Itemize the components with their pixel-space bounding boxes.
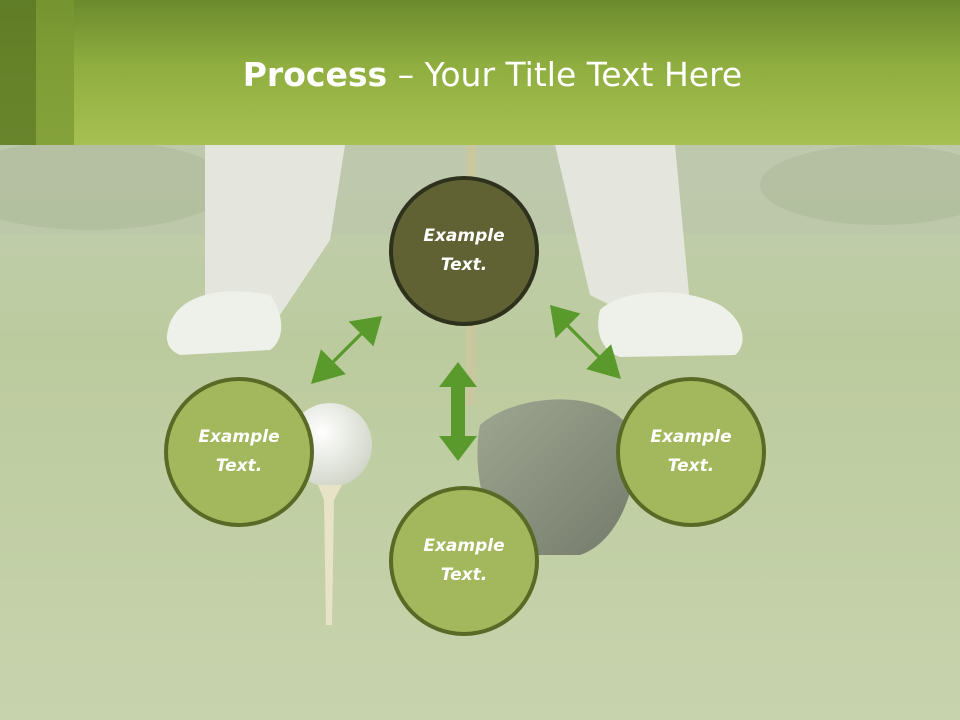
process-node-label: Example Text. bbox=[423, 226, 505, 275]
process-node-right: Example Text. bbox=[616, 377, 766, 527]
process-node-label: Example Text. bbox=[423, 536, 505, 585]
double-arrow-top-bottom bbox=[439, 362, 477, 461]
process-node-top: Example Text. bbox=[389, 176, 539, 326]
process-node-bottom: Example Text. bbox=[389, 486, 539, 636]
slide-title-bold: Process bbox=[242, 55, 388, 94]
process-node-label: Example Text. bbox=[650, 427, 732, 476]
header-accent-stripe bbox=[0, 0, 36, 145]
title-bar: Process – Your Title Text Here bbox=[0, 0, 960, 145]
double-arrow-top-left bbox=[311, 316, 382, 384]
double-arrow-top-right bbox=[550, 305, 621, 379]
slide-title: Process – Your Title Text Here bbox=[0, 52, 960, 98]
process-node-label: Example Text. bbox=[198, 427, 280, 476]
process-node-left: Example Text. bbox=[164, 377, 314, 527]
slide-title-rest: – Your Title Text Here bbox=[387, 55, 743, 94]
header-accent-stripe bbox=[36, 0, 74, 145]
